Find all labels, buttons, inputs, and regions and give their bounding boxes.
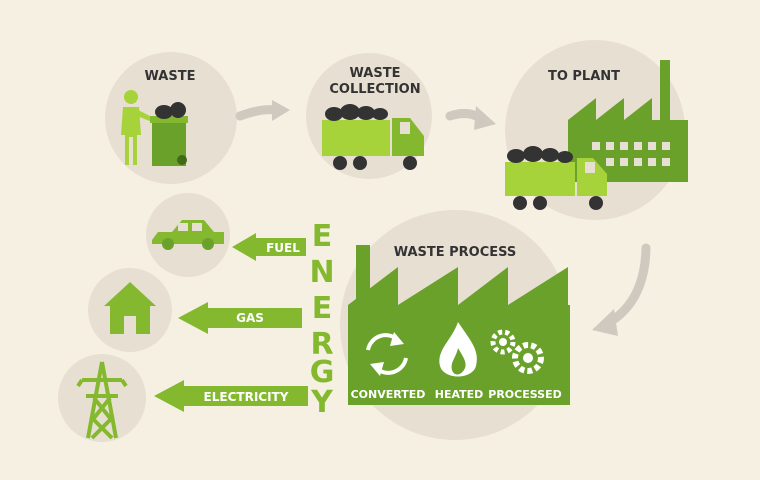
energy-letter-1: E <box>312 219 333 254</box>
car-icon <box>152 220 224 250</box>
heated-label: HEATED <box>435 388 484 401</box>
delivery-truck-icon <box>505 146 607 210</box>
fuel-arrow <box>232 233 306 261</box>
energy-letter-3: E <box>312 291 333 326</box>
gas-arrow <box>178 302 302 334</box>
flow-arrow-3-head <box>592 309 618 336</box>
flow-arrow-2-head <box>474 106 496 130</box>
trash-bin-icon <box>150 102 188 166</box>
energy-letter-4: R <box>310 327 333 362</box>
gears-icon <box>490 329 544 374</box>
flame-icon <box>439 322 477 377</box>
person-icon <box>121 90 154 165</box>
energy-letter-5: G <box>310 355 335 390</box>
recycle-arrow-2 <box>370 362 384 376</box>
factory-icon <box>568 60 688 182</box>
collection-label-line1: WASTE <box>350 66 401 81</box>
process-label: WASTE PROCESS <box>394 245 517 260</box>
processed-label: PROCESSED <box>488 388 561 401</box>
flow-arrow-1-head <box>272 100 290 121</box>
energy-word: E N E R G Y <box>309 219 334 420</box>
garbage-truck-icon <box>322 104 424 170</box>
electricity-arrow <box>154 380 308 412</box>
energy-letter-6: Y <box>310 385 334 420</box>
house-icon <box>104 282 156 334</box>
gas-label: GAS <box>236 311 264 325</box>
flow-arrow-3 <box>605 243 651 327</box>
power-pylon-icon <box>76 361 128 440</box>
converted-label: CONVERTED <box>351 388 426 401</box>
electricity-label: ELECTRICITY <box>204 390 289 404</box>
to-plant-label: TO PLANT <box>548 69 620 84</box>
energy-letter-2: N <box>309 255 334 290</box>
fuel-label: FUEL <box>266 241 300 255</box>
collection-label-line2: COLLECTION <box>329 82 420 97</box>
flow-arrow-1 <box>235 105 280 121</box>
recycle-arrow-1 <box>390 332 404 346</box>
waste-label: WASTE <box>145 69 196 84</box>
